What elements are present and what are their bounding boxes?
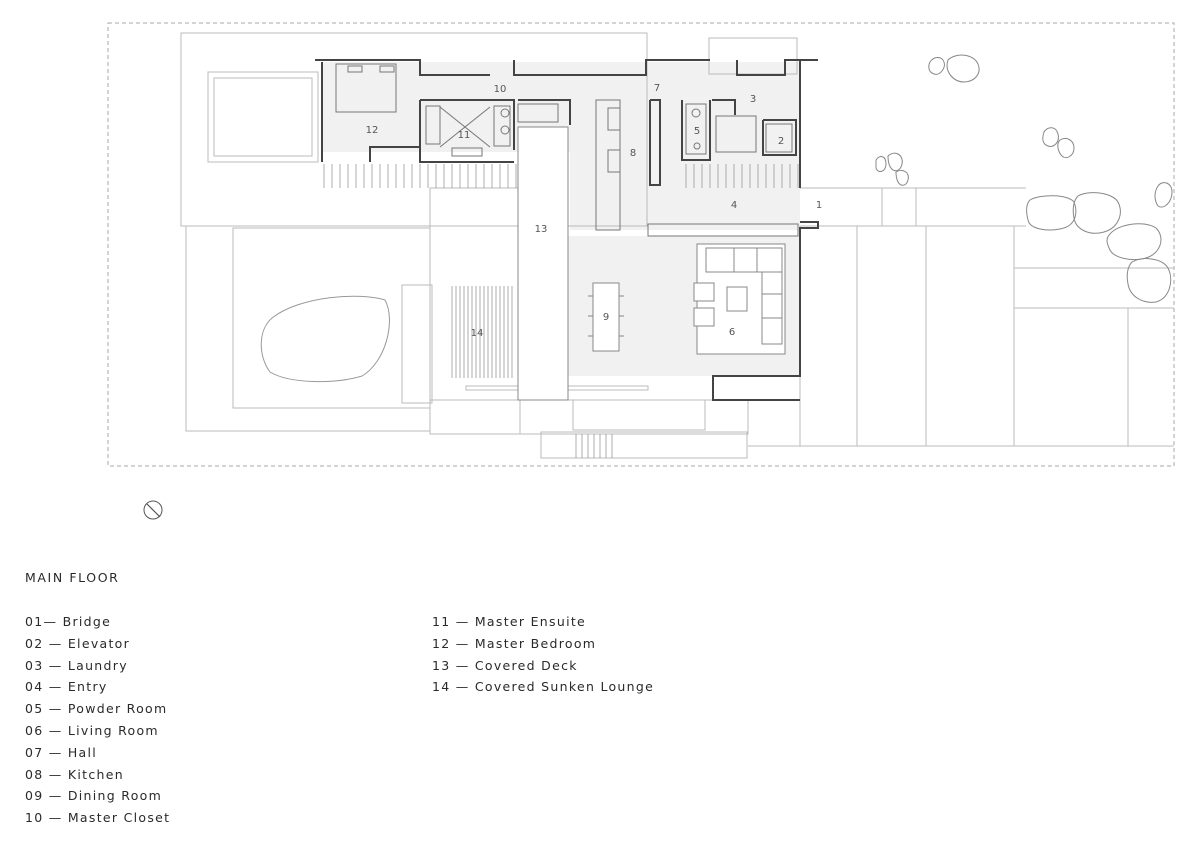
room-label-9: 9 [603,312,609,323]
legend-item: 05 — Powder Room [25,701,168,717]
legend-item: 07 — Hall [25,744,98,760]
legend-item: 04 — Entry [25,679,108,695]
room-label-14: 14 [471,328,484,339]
legend-item: 13 — Covered Deck [432,657,578,673]
legend-item: 03 — Laundry [25,657,128,673]
legend-item: 14 — Covered Sunken Lounge [432,679,655,695]
pond [260,295,390,383]
legend-column-1: 01— Bridge 02 — Elevator 03 — Laundry 04… [25,613,170,831]
legend-item: 01— Bridge [25,614,112,629]
fixtures [335,63,799,237]
room-label-7: 7 [654,83,660,94]
room-labels: 1 2 3 4 5 6 7 8 9 10 11 12 13 14 [366,83,823,339]
room-label-10: 10 [494,84,507,95]
room-label-3: 3 [750,94,756,105]
walls [315,59,819,401]
landscape-rocks [875,54,1173,303]
interior-floor [322,62,800,376]
legend-item: 12 — Master Bedroom [432,635,597,651]
covered-deck [517,126,569,401]
room-label-2: 2 [778,136,784,147]
legend-item: 06 — Living Room [25,722,159,738]
floor-plan: 1 2 3 4 5 6 7 8 9 10 11 12 13 14 [107,22,1175,520]
legend-column-2: 11 — Master Ensuite 12 — Master Bedroom … [432,613,654,700]
legend-title: MAIN FLOOR [25,570,120,585]
stairs [323,164,799,458]
north-arrow-icon [143,500,163,520]
site-boundary [107,22,1175,467]
legend-item: 02 — Elevator [25,635,131,651]
living-room-furniture [693,243,786,355]
room-label-5: 5 [694,126,700,137]
legend-item: 11 — Master Ensuite [432,614,587,629]
legend-item: 09 — Dining Room [25,788,163,804]
room-label-4: 4 [731,200,737,211]
room-label-12: 12 [366,125,379,136]
room-label-6: 6 [729,327,735,338]
dining-table [588,282,624,352]
legend-item: 08 — Kitchen [25,766,124,782]
legend-item: 10 — Master Closet [25,810,171,826]
room-label-13: 13 [535,224,548,235]
room-label-1: 1 [816,200,822,211]
room-label-11: 11 [458,130,471,141]
room-label-8: 8 [630,148,636,159]
